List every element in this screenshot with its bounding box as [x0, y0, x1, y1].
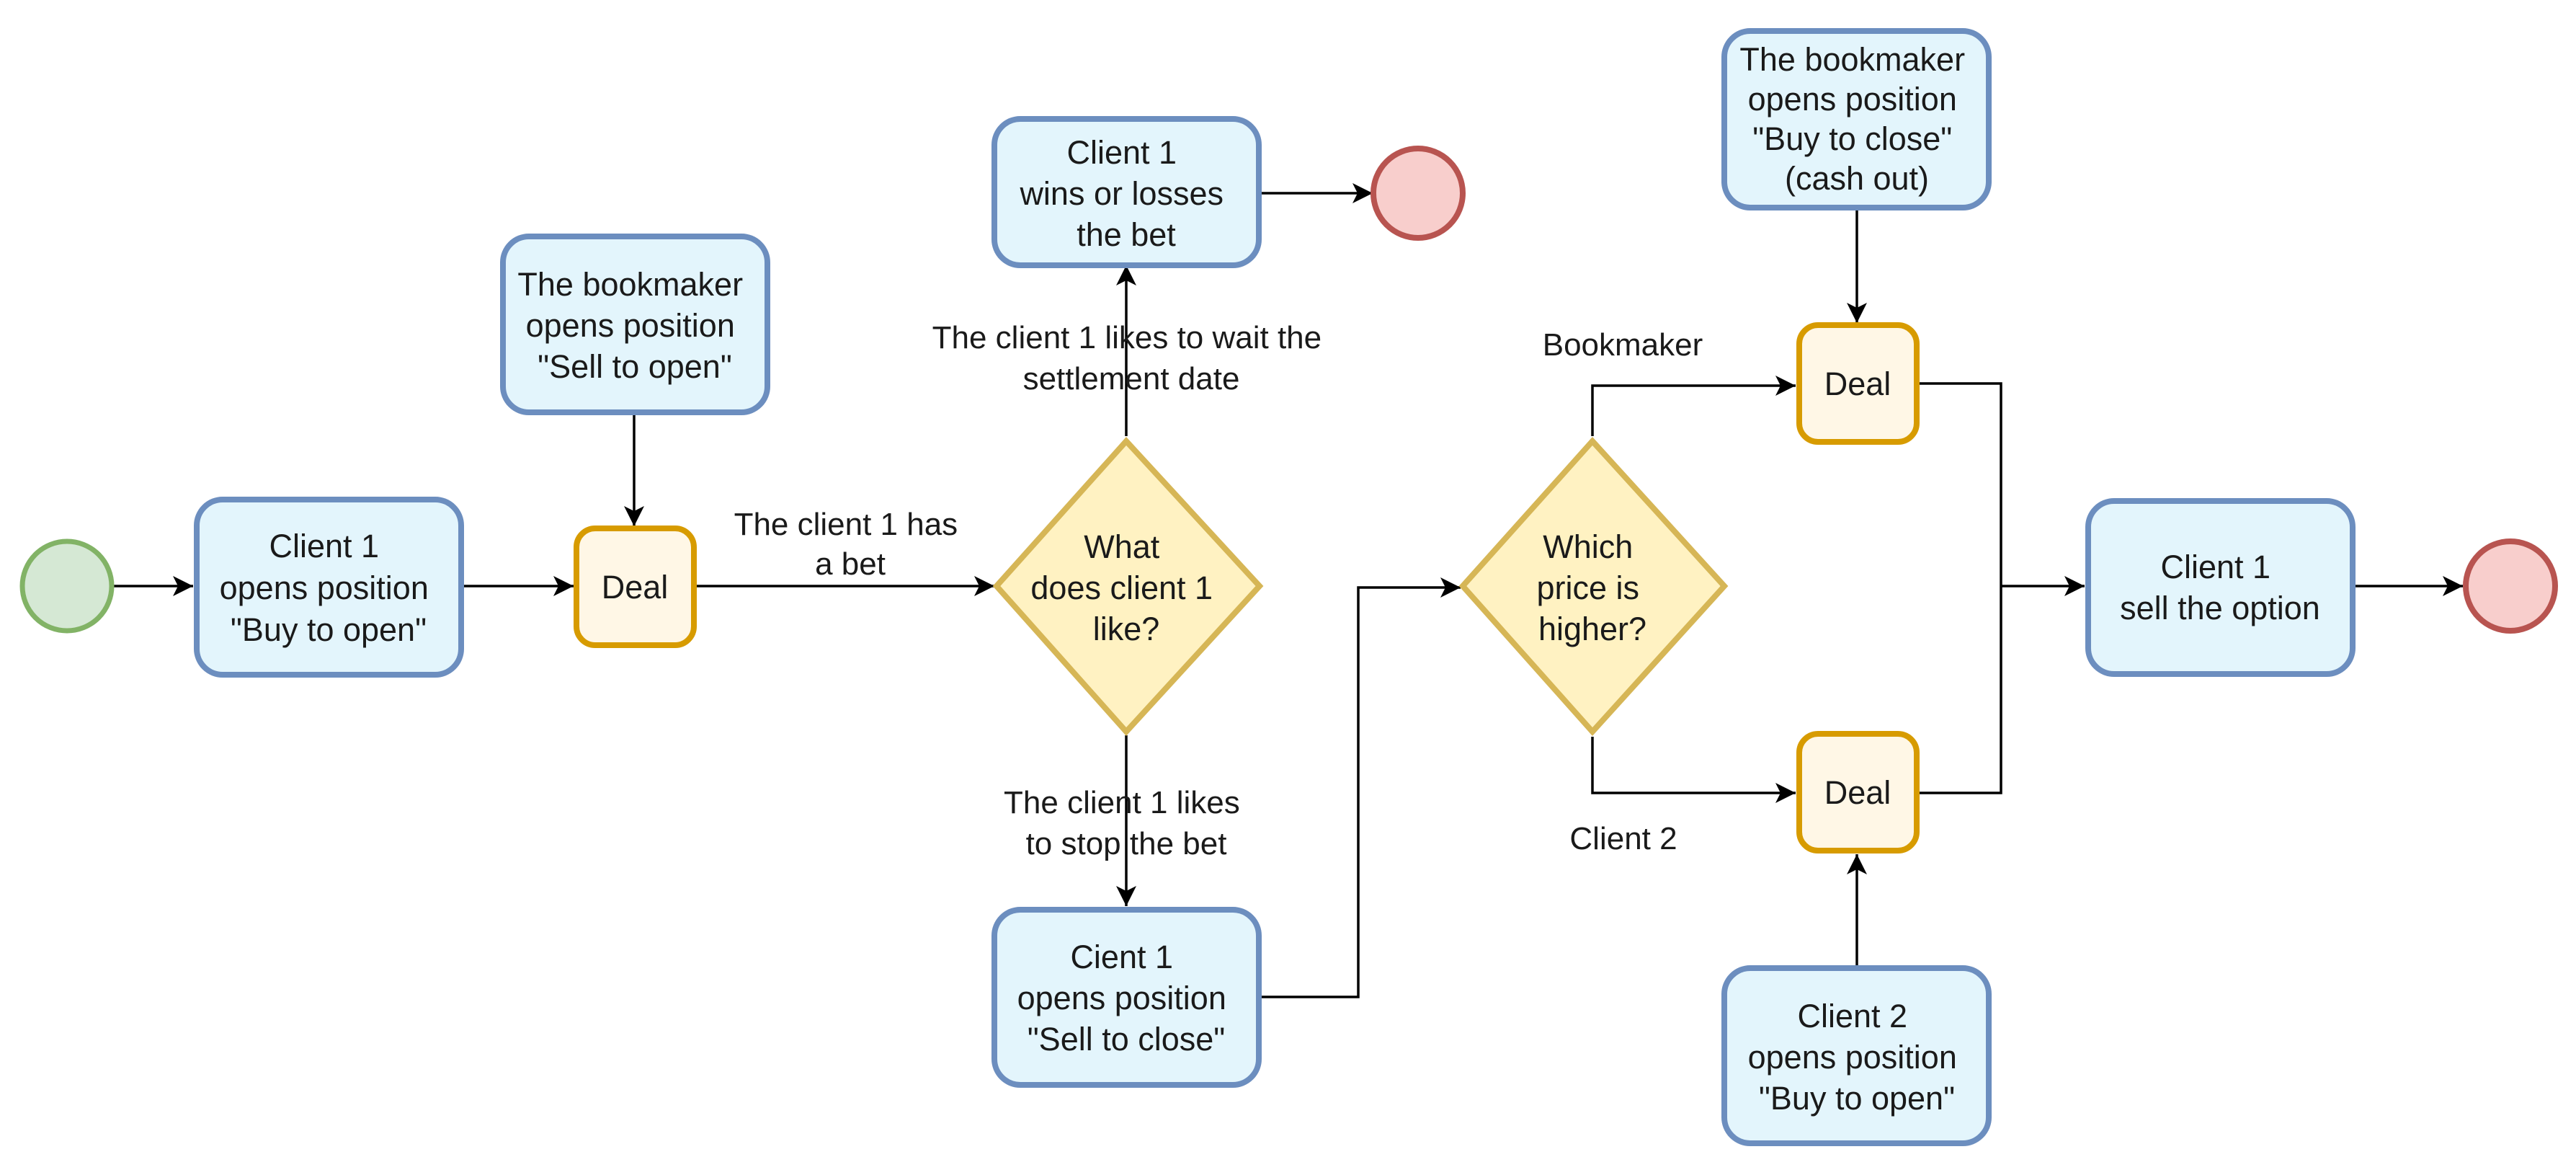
- task-bookmaker-sell-open: The bookmaker opens position "Sell to op…: [500, 234, 770, 415]
- task-client1-wins-text: Client 1 wins or losses the bet: [1019, 134, 1232, 253]
- gateway-like: What does client 1 like?: [992, 437, 1264, 736]
- task-client2-buy-open: Client 2 opens position "Buy to open": [1721, 965, 1992, 1146]
- task-client1-buy-open-text: Client 1 opens position "Buy to open": [220, 528, 438, 648]
- label-stop-bet: The client 1 likes to stop the bet: [1004, 785, 1249, 861]
- end-event-top: [1371, 146, 1466, 241]
- deal-3-text: Deal: [1824, 774, 1891, 811]
- task-client1-sell-close: Cient 1 opens position "Sell to close": [991, 907, 1262, 1088]
- edge-gateway-price-to-deal-2: [1591, 376, 1796, 436]
- task-client1-sell-option-text: Client 1 sell the option: [2120, 549, 2320, 626]
- task-client1-sell-option: Client 1 sell the option: [2085, 498, 2356, 677]
- task-client2-buy-open-text: Client 2 opens position "Buy to open": [1748, 998, 1966, 1117]
- edge-client1-sell-close-to-gateway-price: [1260, 577, 1461, 998]
- deal-3: Deal: [1796, 731, 1920, 853]
- edge-gateway-price-to-deal-3: [1591, 737, 1796, 803]
- end-event-right: [2463, 538, 2558, 634]
- label-wait-settlement: The client 1 likes to wait the settlemen…: [932, 320, 1331, 396]
- deal-1: Deal: [574, 526, 697, 648]
- deal-2: Deal: [1796, 322, 1920, 445]
- label-client2: Client 2: [1569, 821, 1677, 856]
- edge-deal-2-to-merge: [1919, 382, 2002, 586]
- task-client1-buy-open: Client 1 opens position "Buy to open": [194, 497, 464, 678]
- task-client1-wins: Client 1 wins or losses the bet: [991, 116, 1262, 268]
- deal-1-text: Deal: [602, 569, 669, 606]
- edges: [114, 183, 2463, 998]
- edge-deal-3-to-merge: [1919, 586, 2002, 794]
- gateway-price: Which price is higher?: [1458, 437, 1729, 736]
- task-client1-sell-close-text: Cient 1 opens position "Sell to close": [1017, 939, 1236, 1058]
- label-has-bet: The client 1 has a bet: [734, 507, 967, 582]
- start-event: [19, 538, 115, 634]
- gateway-price-text: Which price is higher?: [1536, 528, 1648, 647]
- label-bookmaker: Bookmaker: [1543, 327, 1703, 363]
- gateway-like-text: What does client 1 like?: [1030, 528, 1221, 647]
- task-bookmaker-sell-open-text: The bookmaker opens position "Sell to op…: [517, 266, 752, 385]
- deal-2-text: Deal: [1824, 365, 1891, 402]
- task-bookmaker-buy-close-text: The bookmaker opens position "Buy to clo…: [1739, 41, 1974, 197]
- task-bookmaker-buy-close: The bookmaker opens position "Buy to clo…: [1721, 28, 1992, 210]
